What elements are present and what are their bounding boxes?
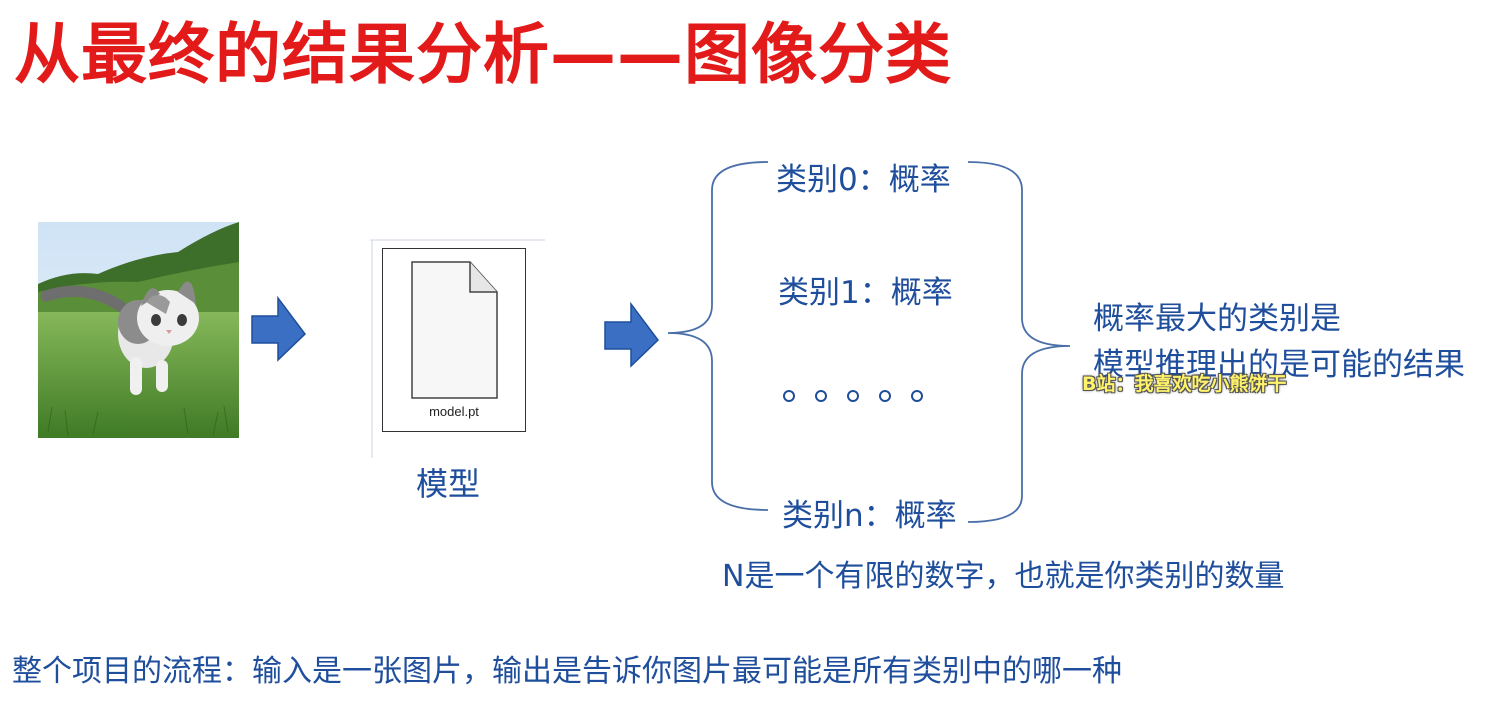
ellipsis-dots xyxy=(783,390,923,402)
class-n-label: 类别n：概率 xyxy=(782,498,957,534)
ellipsis-dot xyxy=(847,390,859,402)
ellipsis-dot xyxy=(879,390,891,402)
ellipsis-dot xyxy=(783,390,795,402)
class-0-label: 类别0：概率 xyxy=(776,162,951,198)
watermark-text: B站：我喜欢吃小熊饼干 xyxy=(1082,373,1287,395)
arrow-right-icon-2 xyxy=(604,301,659,368)
result-line-2: 模型推理出的是可能的结果 xyxy=(1093,347,1465,383)
footer-summary: 整个项目的流程：输入是一张图片，输出是告诉你图片最可能是所有类别中的哪一种 xyxy=(12,654,1122,689)
model-file-name: model.pt xyxy=(429,404,479,419)
result-explanation: 概率最大的类别是 模型推理出的是可能的结果 xyxy=(1093,296,1465,388)
page-title: 从最终的结果分析——图像分类 xyxy=(14,16,952,93)
class-1-label: 类别1：概率 xyxy=(778,275,953,311)
n-explanation: N是一个有限的数字，也就是你类别的数量 xyxy=(722,559,1285,594)
arrow-right-icon xyxy=(251,295,306,362)
left-brace xyxy=(667,161,769,511)
result-line-1: 概率最大的类别是 xyxy=(1093,301,1341,337)
ellipsis-dot xyxy=(911,390,923,402)
ellipsis-dot xyxy=(815,390,827,402)
model-label: 模型 xyxy=(416,465,481,503)
input-cat-image xyxy=(38,222,239,438)
right-brace xyxy=(967,161,1071,523)
document-icon xyxy=(411,261,498,399)
